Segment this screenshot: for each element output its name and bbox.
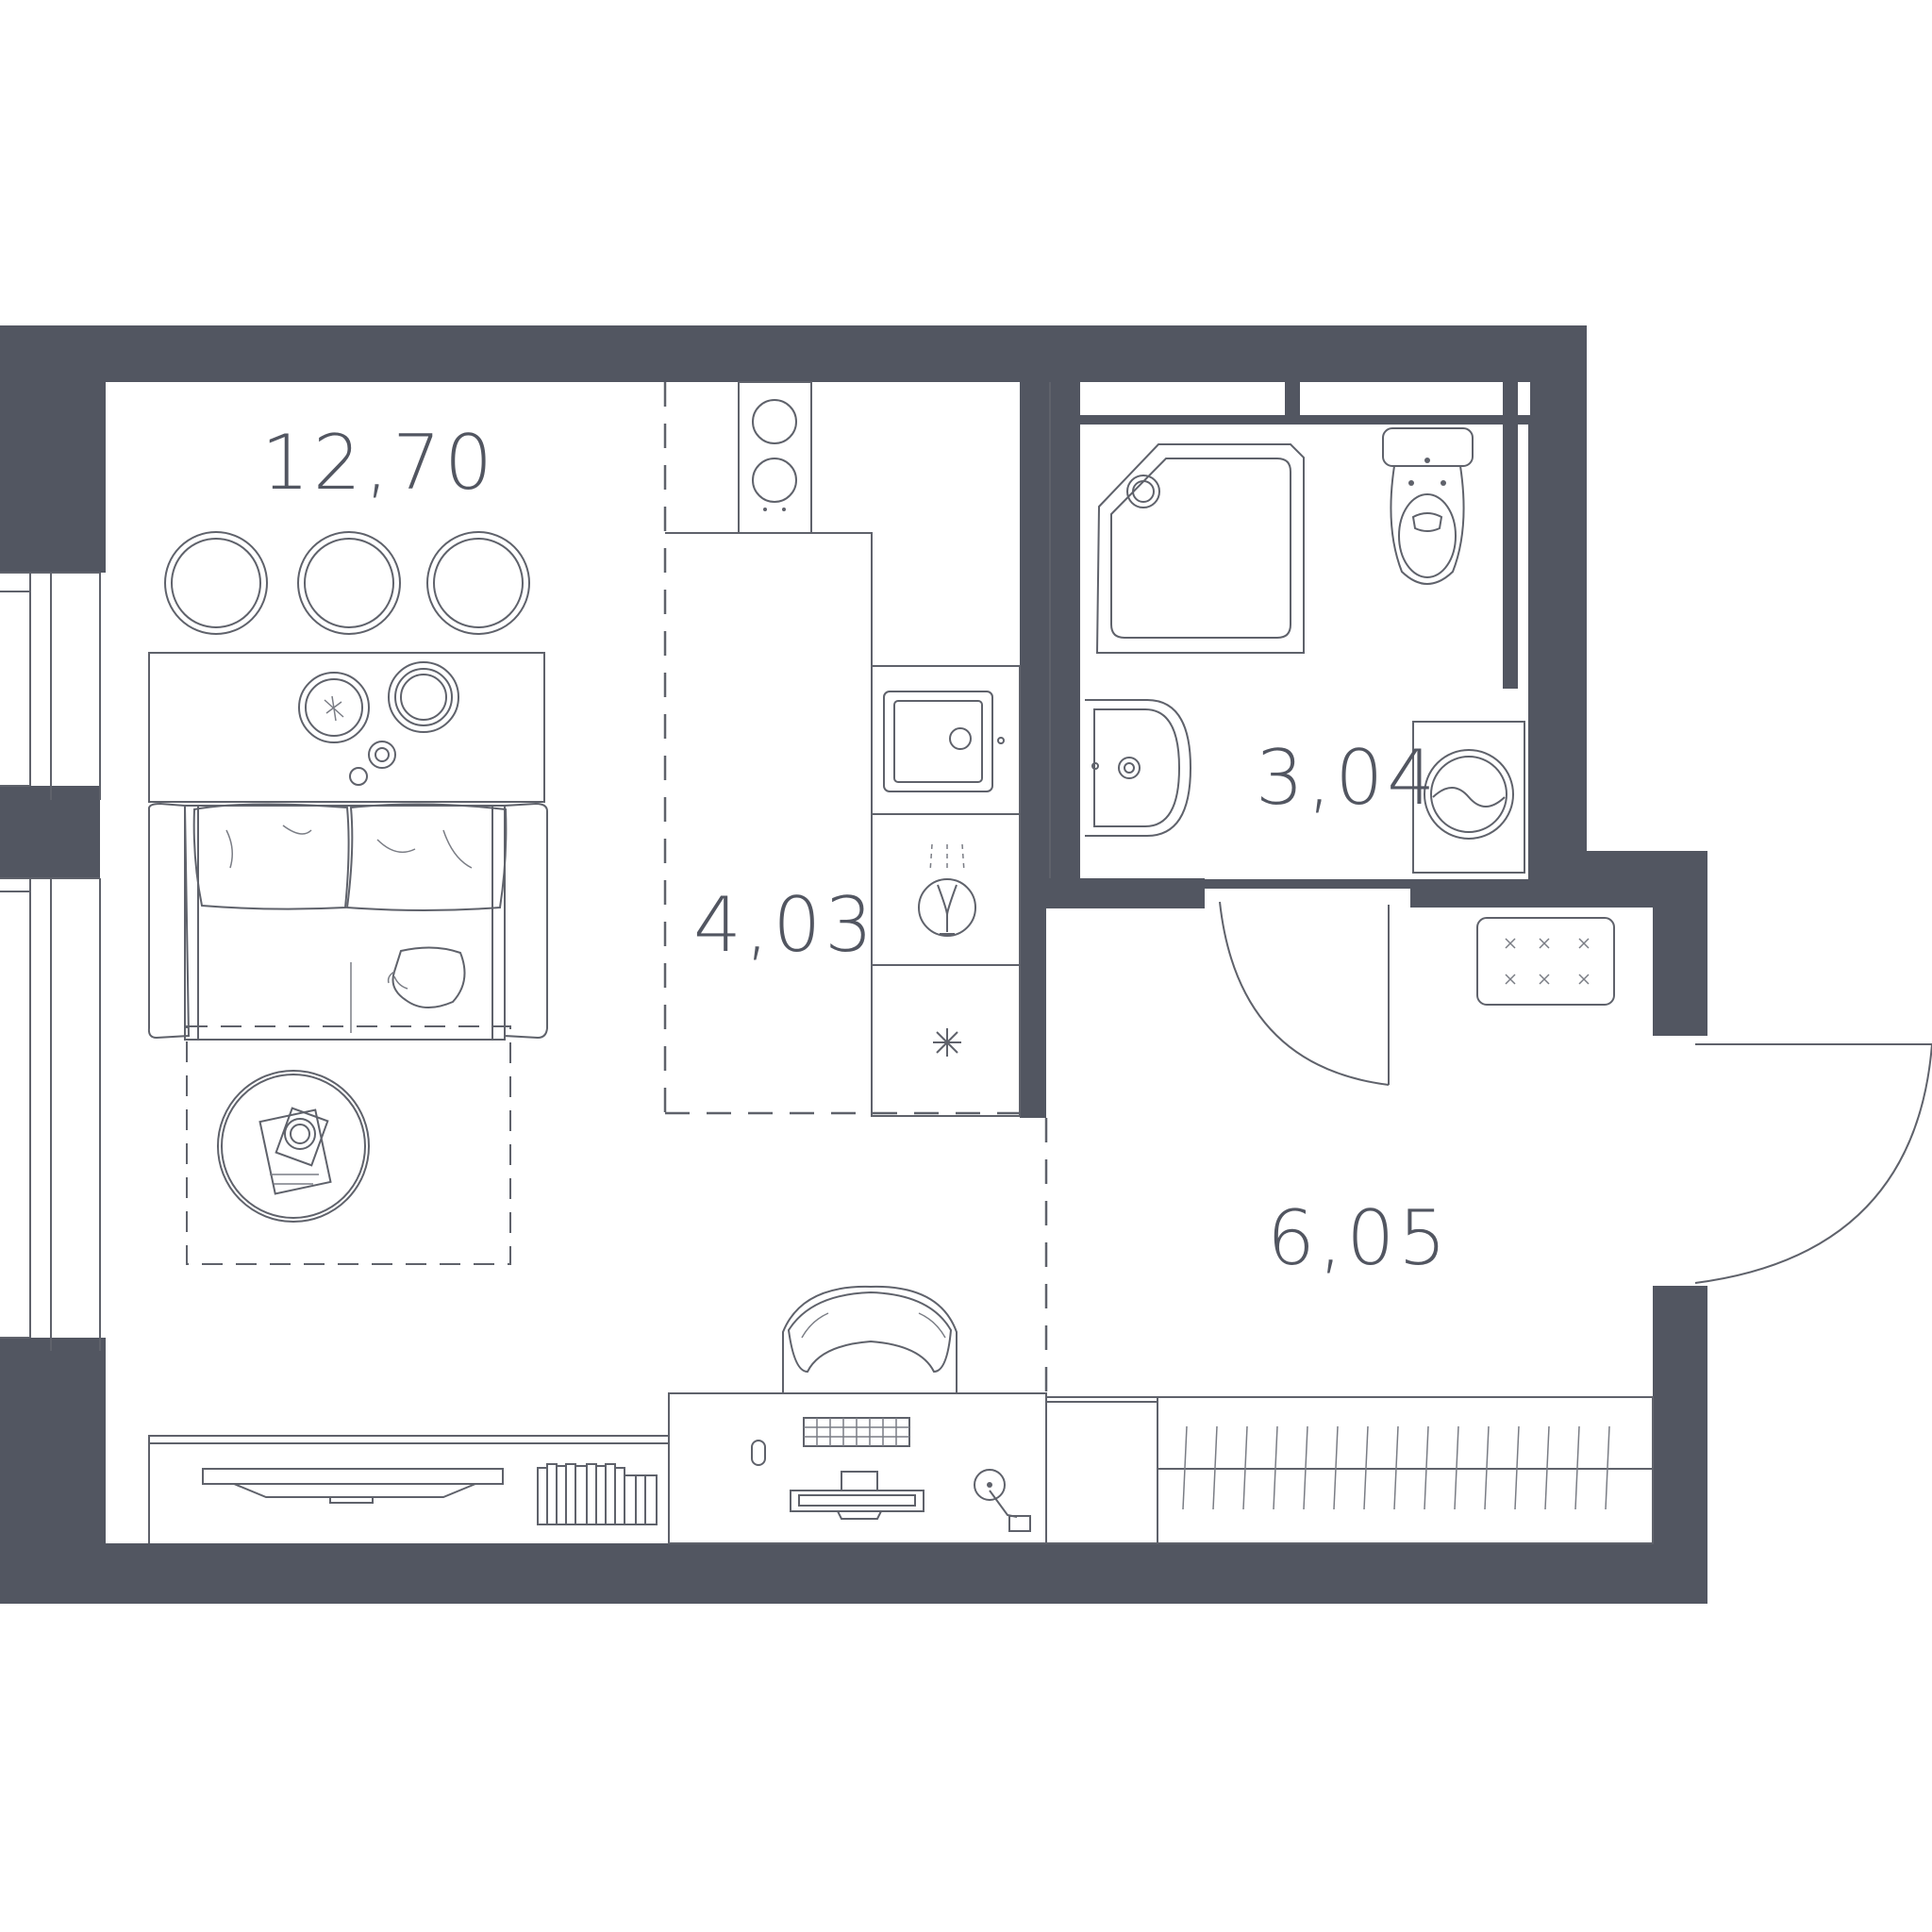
toilet-icon xyxy=(1382,427,1474,585)
wardrobe xyxy=(1045,1396,1654,1544)
office-chair-icon xyxy=(782,1285,958,1393)
media-unit xyxy=(148,1435,669,1543)
kitchen-counter xyxy=(665,381,1021,1117)
tv-icon xyxy=(202,1468,504,1504)
window-left-lower xyxy=(0,877,101,1351)
dining-set xyxy=(148,531,545,803)
drain-icon xyxy=(1126,475,1160,508)
dining-table xyxy=(148,652,545,803)
desk-lamp-icon xyxy=(974,1469,1031,1532)
washbasin-icon xyxy=(1085,699,1192,837)
bathroom-door xyxy=(1219,901,1390,1086)
washing-machine-icon xyxy=(1412,721,1525,874)
kitchen-area-label: 4,03 xyxy=(693,881,876,969)
bath-inner-frame xyxy=(1071,415,1538,889)
bathroom-inner-walls xyxy=(1049,382,1538,889)
wall-left-mid xyxy=(0,786,100,878)
wall-left-upper xyxy=(0,325,106,573)
keyboard-icon xyxy=(803,1417,910,1447)
books-icon xyxy=(537,1463,658,1525)
cup-icon xyxy=(368,741,396,769)
sink-icon xyxy=(883,691,993,792)
coffee-table xyxy=(217,1070,370,1223)
sofa xyxy=(147,802,548,1041)
monitor-icon xyxy=(790,1471,924,1520)
living-room-area-label: 12,70 xyxy=(261,419,496,507)
chair-icon xyxy=(297,531,401,635)
cup-icon xyxy=(349,767,368,786)
wall-bottom xyxy=(0,1543,1707,1604)
hangers-icon xyxy=(1182,1425,1610,1510)
shower-tray xyxy=(1095,443,1305,654)
window-left-upper xyxy=(0,572,101,800)
wall-top xyxy=(0,325,1587,382)
shoe-bench-icon xyxy=(1476,917,1615,1006)
cooktop xyxy=(738,381,812,534)
wall-kitchen-partition xyxy=(1020,382,1046,1118)
chair-icon xyxy=(164,531,268,635)
hallway-area-label: 6,05 xyxy=(1267,1194,1450,1282)
entrance-door xyxy=(1694,1043,1932,1284)
wall-bath-right-stub xyxy=(1503,382,1518,689)
burner-icon xyxy=(752,399,797,444)
walls xyxy=(0,325,1707,1604)
wall-bath-top-stub xyxy=(1285,382,1300,422)
zone-boundaries xyxy=(186,382,1048,1396)
desk xyxy=(668,1285,1047,1544)
sofa-cushion xyxy=(192,803,350,910)
fridge-snowflake-icon xyxy=(933,1028,961,1057)
wall-right-pier-upper xyxy=(1653,851,1707,1036)
wall-right-upper xyxy=(1530,325,1587,854)
plate-icon xyxy=(388,661,459,733)
wall-left-lower xyxy=(0,1338,106,1604)
bathroom-area-label: 3,04 xyxy=(1256,734,1439,822)
rug-dashed xyxy=(186,1025,511,1265)
dishwasher-icon xyxy=(918,843,976,937)
plate-icon xyxy=(298,672,370,743)
burner-icon xyxy=(752,458,797,503)
magazine-icon xyxy=(258,1107,332,1195)
sofa-cushion xyxy=(345,803,508,911)
cat-icon xyxy=(387,946,466,1008)
chair-icon xyxy=(426,531,530,635)
mouse-icon xyxy=(751,1440,766,1466)
